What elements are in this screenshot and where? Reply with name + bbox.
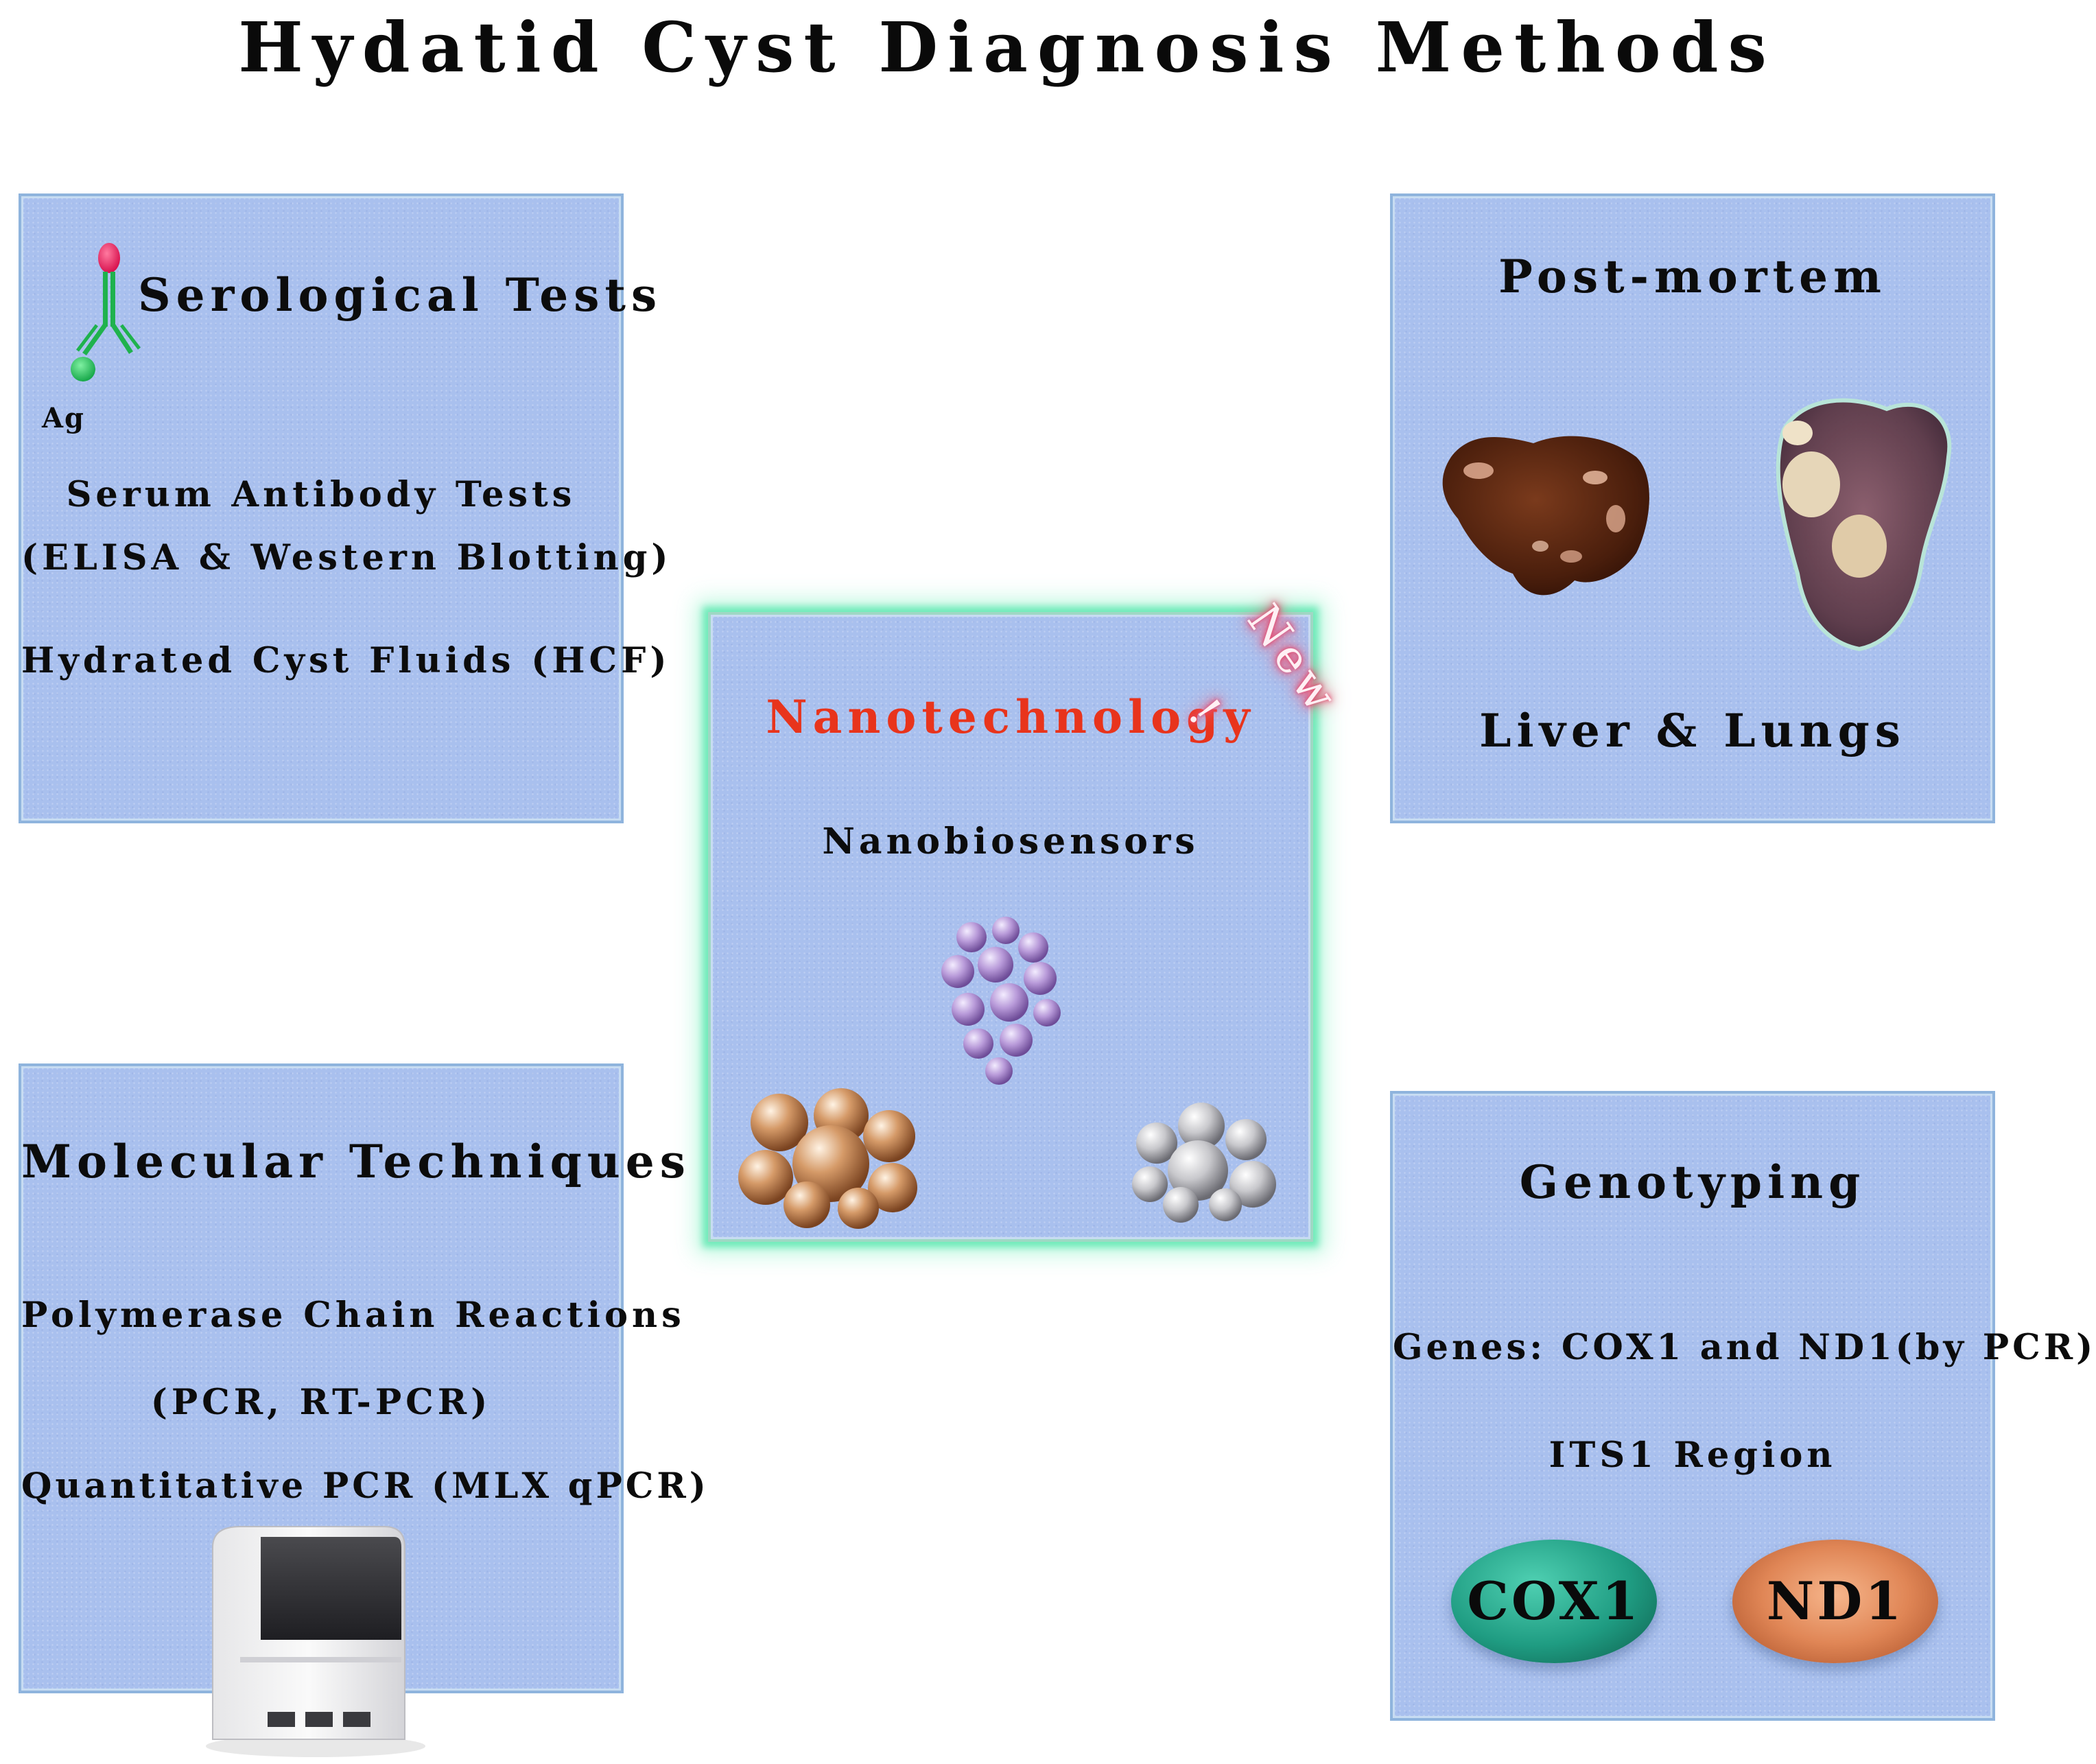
post-mortem-heading: Post-mortem: [1498, 250, 1887, 303]
antibody-antigen-icon: [71, 243, 141, 381]
nd1-marker: ND1: [1732, 1540, 1938, 1663]
serological-line: Hydrated Cyst Fluids (HCF): [21, 640, 671, 681]
purple-nanoparticle-cluster: [941, 917, 1061, 1085]
molecular-line: (PCR, RT-PCR): [150, 1382, 492, 1423]
serological-heading: Serological Tests: [138, 268, 663, 322]
qpcr-machine: [206, 1526, 425, 1757]
genotyping-heading: Genotyping: [1519, 1155, 1866, 1209]
lung-specimen: [1776, 398, 1952, 652]
molecular-heading: Molecular Techniques: [21, 1135, 691, 1188]
genotyping-line: ITS1 Region: [1549, 1435, 1837, 1476]
post-mortem-caption: Liver & Lungs: [1479, 704, 1906, 757]
serological-tests-panel: Ag Serological Tests Serum Antibody Test…: [19, 193, 672, 823]
copper-nanoparticle-cluster: [738, 1088, 917, 1229]
silver-nanoparticle-cluster: [1132, 1103, 1276, 1223]
serological-line: Serum Antibody Tests: [66, 474, 576, 515]
antigen-label: Ag: [42, 402, 86, 434]
genotyping-line: Genes: COX1 and ND1(by PCR): [1393, 1327, 2096, 1368]
liver-specimen: [1442, 436, 1649, 596]
molecular-line: Polymerase Chain Reactions: [21, 1295, 685, 1336]
cox1-marker: COX1: [1451, 1540, 1657, 1663]
page-title: Hydatid Cyst Diagnosis Methods: [238, 7, 1776, 88]
post-mortem-panel: Post-mortem Liver & Lungs: [1390, 193, 1995, 823]
nanotechnology-heading: Nanotechnology: [766, 690, 1256, 744]
serological-line: (ELISA & Western Blotting): [21, 537, 672, 578]
nanobiosensors-label: Nanobiosensors: [822, 821, 1199, 862]
nanotechnology-panel: Nanotechnology Nanobiosensors: [708, 612, 1313, 1242]
genotyping-panel: Genotyping Genes: COX1 and ND1(by PCR) I…: [1390, 1091, 2096, 1721]
molecular-line: Quantitative PCR (MLX qPCR): [21, 1466, 709, 1507]
